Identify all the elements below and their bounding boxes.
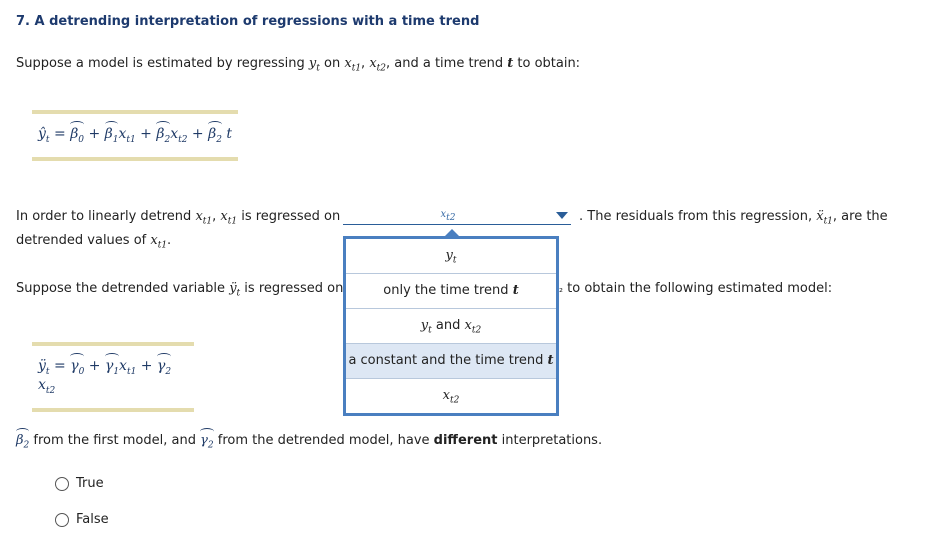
chevron-down-icon[interactable] — [556, 212, 568, 219]
second-model-text-after: ₂ to obtain the following estimated mode… — [559, 281, 833, 296]
radio-true[interactable] — [55, 477, 69, 491]
question-title: 7. A detrending interpretation of regres… — [16, 14, 480, 29]
dropdown-selected-value[interactable]: xt2 — [440, 209, 456, 223]
detrend-text: In order to linearly detrend xt1, xt1 is… — [16, 209, 341, 227]
statement-text: β2 from the first model, and γ2 from the… — [16, 428, 603, 451]
equation-rule-top — [32, 342, 194, 346]
second-model-text: Suppose the detrended variable ÿt is reg… — [16, 281, 344, 299]
equation-2-box: ÿt = γ0 + γ1xt1 + γ2xt2 — [32, 342, 194, 412]
choice-label-false[interactable]: False — [76, 512, 109, 527]
detrend-text-line2: detrended values of xt1. — [16, 233, 172, 251]
dropdown-option-constant-and-trend[interactable]: a constant and the time trend t — [346, 344, 556, 379]
dropdown-option-yt[interactable]: yt — [346, 239, 556, 274]
equation-2: ÿt = γ0 + γ1xt1 + γ2xt2 — [38, 353, 172, 396]
equation-rule-bottom — [32, 407, 194, 412]
radio-false[interactable] — [55, 513, 69, 527]
detrend-text-after: . The residuals from this regression, ẍt… — [579, 209, 888, 227]
dropdown-option-xt2[interactable]: xt2 — [442, 388, 460, 406]
choice-label-true[interactable]: True — [76, 476, 104, 491]
dropdown-option-only-time-trend[interactable]: only the time trend t — [346, 274, 556, 309]
equation-1-box: ŷt = β0 + β1xt1 + β2xt2 + β2 t — [32, 110, 238, 161]
equation-1: ŷt = β0 + β1xt1 + β2xt2 + β2 t — [38, 121, 232, 145]
intro-text: Suppose a model is estimated by regressi… — [16, 56, 581, 74]
dropdown-underline[interactable] — [343, 224, 571, 225]
equation-rule-top — [32, 110, 238, 114]
equation-rule-bottom — [32, 156, 238, 161]
dropdown-menu[interactable]: yt only the time trend t yt and xt2 a co… — [343, 229, 559, 416]
dropdown-option-yt-and-xt2[interactable]: yt and xt2 — [346, 309, 556, 344]
